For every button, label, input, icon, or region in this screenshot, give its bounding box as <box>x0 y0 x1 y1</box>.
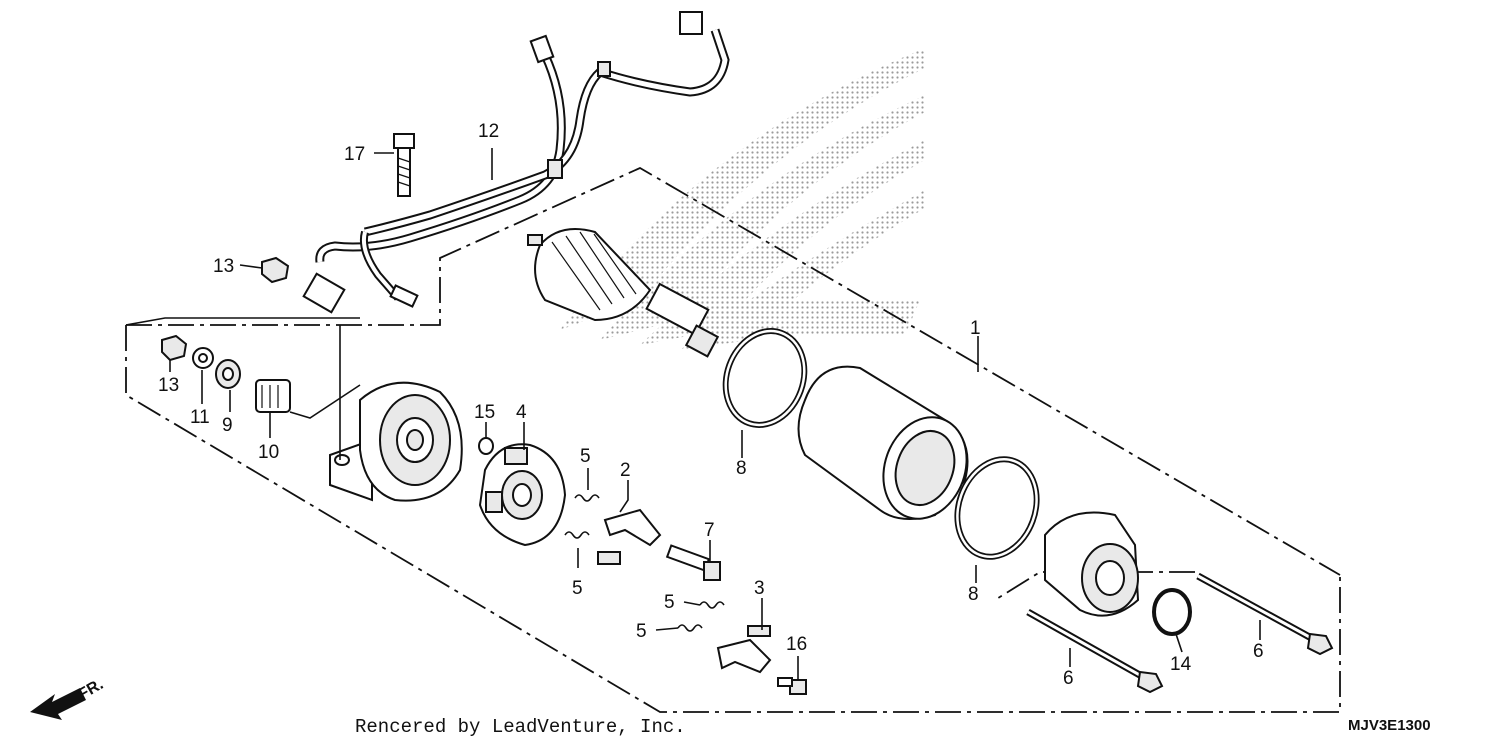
o-ring-8-rear <box>954 456 1040 560</box>
callout-16: 16 <box>786 634 807 655</box>
brush-3 <box>716 625 772 674</box>
diagram-code: MJV3E1300 <box>1348 717 1431 734</box>
callout-6-right: 6 <box>1253 641 1264 662</box>
callout-11: 11 <box>190 407 210 428</box>
callout-5-a: 5 <box>580 446 591 467</box>
callout-4: 4 <box>516 402 527 423</box>
callout-2: 2 <box>620 460 631 481</box>
brush-springs <box>564 494 725 632</box>
callout-labels: 1 2 3 4 5 5 5 5 6 6 7 8 8 9 10 11 12 13 … <box>158 121 1264 689</box>
armature <box>527 228 720 358</box>
terminal-hardware <box>161 334 291 413</box>
callout-9: 9 <box>222 415 233 436</box>
front-cover <box>329 325 463 502</box>
front-direction-arrow-icon <box>30 688 86 720</box>
long-bolt-6-left <box>1026 608 1164 694</box>
callout-5-d: 5 <box>636 621 647 642</box>
callout-6-left: 6 <box>1063 668 1074 689</box>
callout-8-rear: 8 <box>968 584 979 605</box>
o-ring-8-front <box>722 328 808 428</box>
callout-17: 17 <box>344 144 365 165</box>
washer-15 <box>478 437 494 455</box>
callout-12: 12 <box>478 121 499 142</box>
callout-1: 1 <box>970 318 981 339</box>
callout-7: 7 <box>704 520 715 541</box>
callout-10: 10 <box>258 442 279 463</box>
callout-13-top: 13 <box>213 256 234 277</box>
front-direction-indicator: FR. <box>30 676 106 720</box>
leader-lines <box>169 148 1261 680</box>
bolt-17 <box>393 133 415 197</box>
callout-5-b: 5 <box>572 578 583 599</box>
watermark-wing-logo <box>560 48 925 350</box>
callout-5-c: 5 <box>664 592 675 613</box>
starter-cable <box>302 11 730 314</box>
brush-2 <box>597 508 662 565</box>
callout-3: 3 <box>754 578 765 599</box>
callout-15: 15 <box>474 402 495 423</box>
callout-13-row: 13 <box>158 375 179 396</box>
o-ring-14 <box>1152 588 1192 636</box>
nut-13-top <box>261 256 290 284</box>
motor-case <box>797 365 969 520</box>
long-bolt-6-right <box>1196 572 1334 656</box>
brush-holder <box>478 443 567 547</box>
terminal-bolt-7 <box>665 544 721 581</box>
callout-8-front: 8 <box>736 458 747 479</box>
bolt-16 <box>777 677 807 695</box>
footer-credit: Rencered by LeadVenture, Inc. <box>355 716 686 738</box>
assembly-outline <box>125 166 1341 713</box>
rear-cover <box>1044 511 1140 617</box>
callout-14: 14 <box>1170 654 1192 675</box>
